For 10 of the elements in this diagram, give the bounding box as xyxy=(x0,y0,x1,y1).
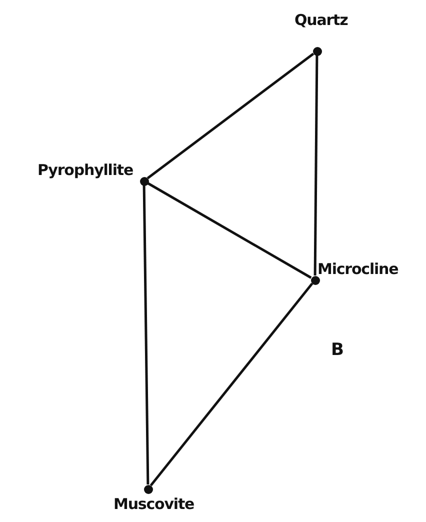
field-letter: B xyxy=(331,340,344,360)
mineral-label: Muscovite xyxy=(114,494,194,512)
tie-line xyxy=(314,55,318,276)
tie-line xyxy=(146,52,314,180)
mineral-label: Pyrophyllite xyxy=(38,160,134,178)
mineral-label: Microcline xyxy=(318,260,398,278)
tie-line xyxy=(150,282,314,486)
tie-line xyxy=(142,185,150,485)
tie-line xyxy=(147,182,312,279)
mineral-label: Quartz xyxy=(294,10,348,28)
